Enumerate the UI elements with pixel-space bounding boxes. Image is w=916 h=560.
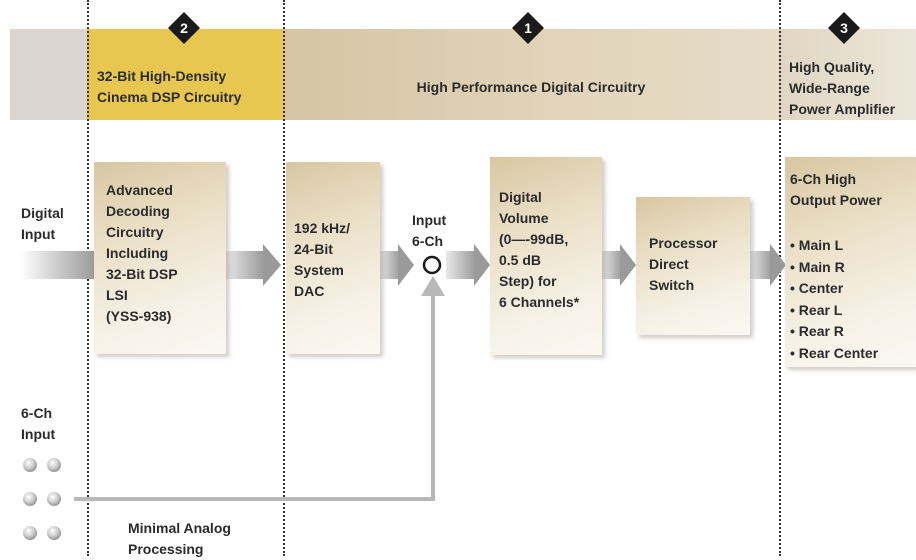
input-node-icon (422, 255, 442, 275)
divider-middle (283, 0, 285, 556)
badge-1-icon: 1 (511, 11, 545, 45)
arrow-dac-to-node (380, 244, 414, 286)
processor-box: Processor Direct Switch (636, 197, 750, 335)
amp-band (779, 29, 916, 120)
input-jack-icon (47, 526, 61, 540)
list-item: • Main R (790, 258, 845, 275)
input-jack-icon (47, 458, 61, 472)
arrow-volume-to-processor (602, 244, 636, 286)
digital-band (283, 29, 779, 120)
list-item: • Rear R (790, 323, 844, 339)
dac-box: 192 kHz/ 24-Bit System DAC (286, 162, 380, 354)
list-item: • Center (790, 280, 844, 296)
volume-box: Digital Volume (0—-99dB, 0.5 dB Step) fo… (490, 157, 602, 355)
badge-2-icon: 2 (167, 11, 201, 45)
list-item: • Rear L (790, 301, 843, 318)
divider-right (779, 0, 781, 556)
input-jack-icon (23, 492, 37, 506)
output-channel-list: • Main L • Main R • Center • Rear L • Re… (790, 235, 878, 364)
input-jack-icon (23, 458, 37, 472)
badge-3-icon: 3 (827, 11, 861, 45)
input-jack-icon (47, 492, 61, 506)
arrow-node-to-volume (446, 244, 490, 286)
list-item: • Main L (790, 237, 844, 253)
analog-feed-line (74, 276, 445, 501)
arrow-digital-input (20, 251, 95, 279)
input-jack-icon (23, 526, 37, 540)
left-band (10, 29, 87, 120)
list-item: • Rear Center (790, 344, 879, 361)
arrow-processor-to-amp (750, 244, 786, 286)
arrow-decoder-to-dac (226, 244, 281, 286)
decoder-box: Advanced Decoding Circuitry Including 32… (94, 162, 226, 354)
output-box: 6-Ch High Output Power • Main L • Main R… (785, 157, 916, 367)
dsp-band (87, 29, 283, 120)
digital-section-title: High Performance Digital Circuitry (416, 79, 646, 95)
